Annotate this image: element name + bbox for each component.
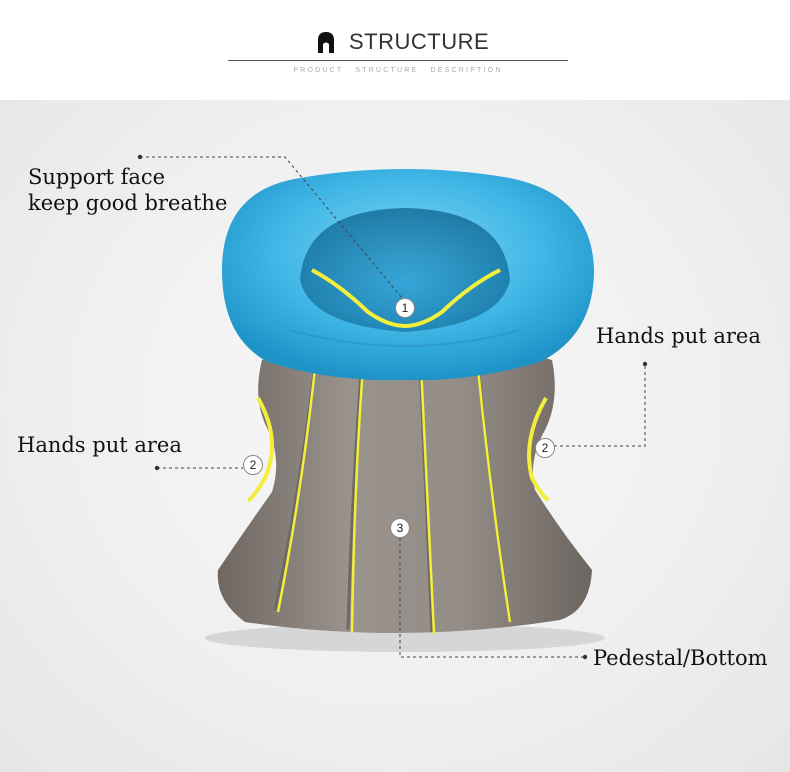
pedestal-body bbox=[217, 349, 592, 635]
hands-area-right-label: Hands put area bbox=[596, 324, 761, 348]
marker-3: 3 bbox=[390, 518, 410, 538]
support-face-line1: Support face bbox=[28, 165, 166, 189]
pedestal-label: Pedestal/Bottom bbox=[593, 646, 768, 670]
page-title: STRUCTURE bbox=[349, 29, 490, 54]
marker-1: 1 bbox=[395, 298, 415, 318]
floor-shadow bbox=[205, 624, 605, 652]
header: STRUCTURE PRODUCT STRUCTURE DESCRIPTION bbox=[0, 0, 790, 100]
face-cushion bbox=[222, 169, 594, 381]
title-divider bbox=[228, 60, 568, 61]
hands-area-left-label: Hands put area bbox=[17, 433, 182, 457]
marker-2-left: 2 bbox=[243, 455, 263, 475]
support-face-line2: keep good breathe bbox=[28, 191, 228, 215]
title-wrap: STRUCTURE bbox=[313, 26, 489, 58]
leader-dots bbox=[137, 154, 648, 660]
product-stage: Support face keep good breathe Hands put… bbox=[0, 100, 790, 772]
marker-2-right: 2 bbox=[535, 438, 555, 458]
leader-lines bbox=[140, 156, 646, 658]
support-face-label: Support face keep good breathe bbox=[28, 164, 227, 216]
product-illustration bbox=[137, 154, 648, 660]
pillow-icon bbox=[318, 32, 334, 53]
page-subtitle: PRODUCT STRUCTURE DESCRIPTION bbox=[293, 67, 503, 74]
